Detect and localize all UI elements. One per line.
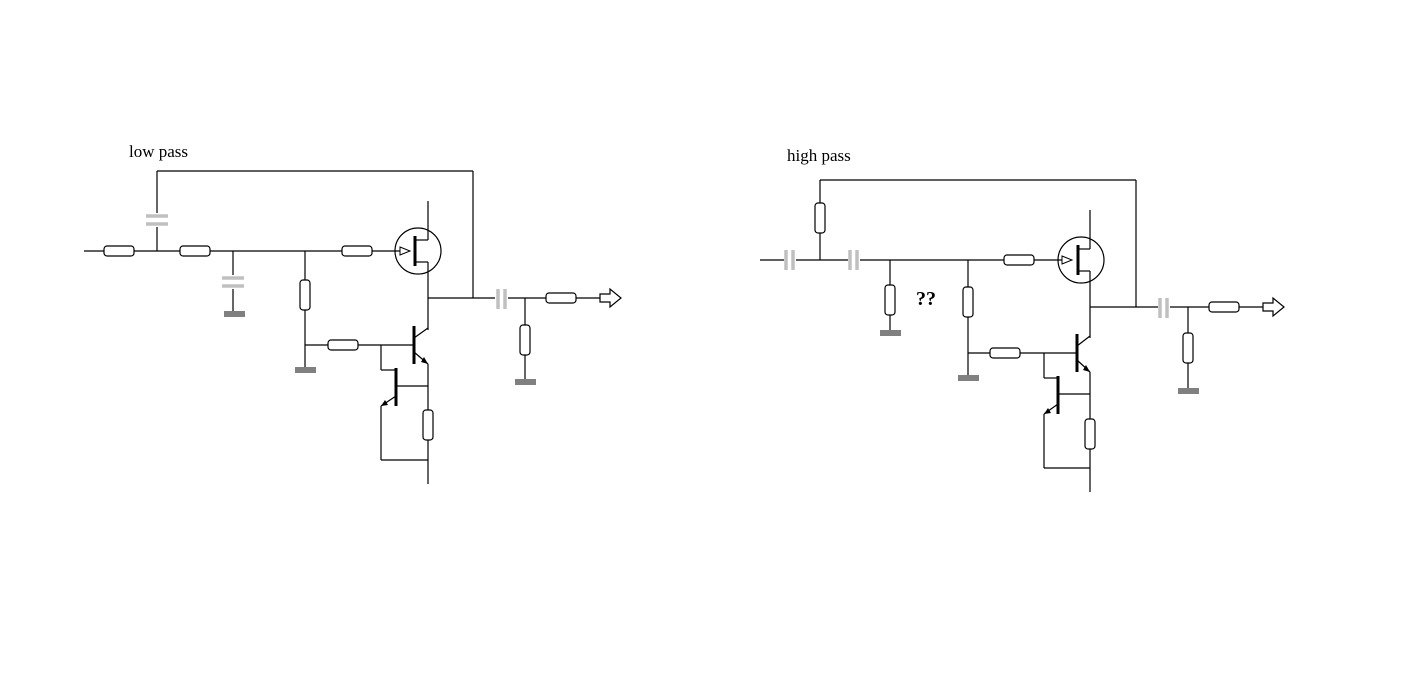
low-pass-output-capacitor xyxy=(496,289,507,309)
low-pass-shunt-capacitor xyxy=(222,276,244,288)
ground-symbol xyxy=(1178,388,1199,394)
high-pass-base-resistor xyxy=(989,347,1021,359)
ground-symbol xyxy=(224,311,245,317)
high-pass-output-resistor xyxy=(1208,301,1240,313)
low-pass-bias-resistor xyxy=(299,279,311,311)
high-pass-gate-resistor xyxy=(1003,254,1035,266)
high-pass-input-capacitor xyxy=(784,250,795,270)
ground-symbol xyxy=(958,375,979,381)
high-pass-output-capacitor xyxy=(1158,298,1169,318)
low-pass-title: low pass xyxy=(129,142,189,161)
ground-symbol xyxy=(295,367,316,373)
high-pass-transistor-lower xyxy=(1043,376,1090,415)
low-pass-emitter-resistor xyxy=(422,409,434,441)
high-pass-output-arrow-icon xyxy=(1262,296,1285,318)
high-pass-shunt-resistor xyxy=(884,284,896,316)
ground-symbol xyxy=(880,330,901,336)
low-pass-input-resistor xyxy=(103,245,135,257)
low-pass-gate-resistor xyxy=(341,245,373,257)
low-pass-circuit xyxy=(84,170,622,484)
low-pass-output-resistor xyxy=(545,292,577,304)
ground-symbol xyxy=(515,379,536,385)
high-pass-series-capacitor xyxy=(848,250,859,270)
low-pass-output-arrow-icon xyxy=(599,287,622,309)
high-pass-bias-resistor xyxy=(962,286,974,318)
low-pass-series-resistor xyxy=(179,245,211,257)
low-pass-base-resistor xyxy=(327,339,359,351)
question-marks-annotation: ?? xyxy=(916,288,936,310)
high-pass-circuit xyxy=(760,179,1285,492)
low-pass-jfet xyxy=(394,201,442,330)
low-pass-transistor-upper xyxy=(412,326,429,365)
high-pass-jfet xyxy=(1057,210,1105,338)
high-pass-load-resistor xyxy=(1182,332,1194,364)
low-pass-feedback-capacitor xyxy=(146,214,168,226)
high-pass-transistor-upper xyxy=(1075,334,1091,373)
high-pass-emitter-resistor xyxy=(1084,418,1096,450)
high-pass-title: high pass xyxy=(787,146,851,165)
high-pass-feedback-resistor xyxy=(814,202,826,234)
low-pass-load-resistor xyxy=(519,324,531,356)
low-pass-transistor-lower xyxy=(380,368,428,407)
